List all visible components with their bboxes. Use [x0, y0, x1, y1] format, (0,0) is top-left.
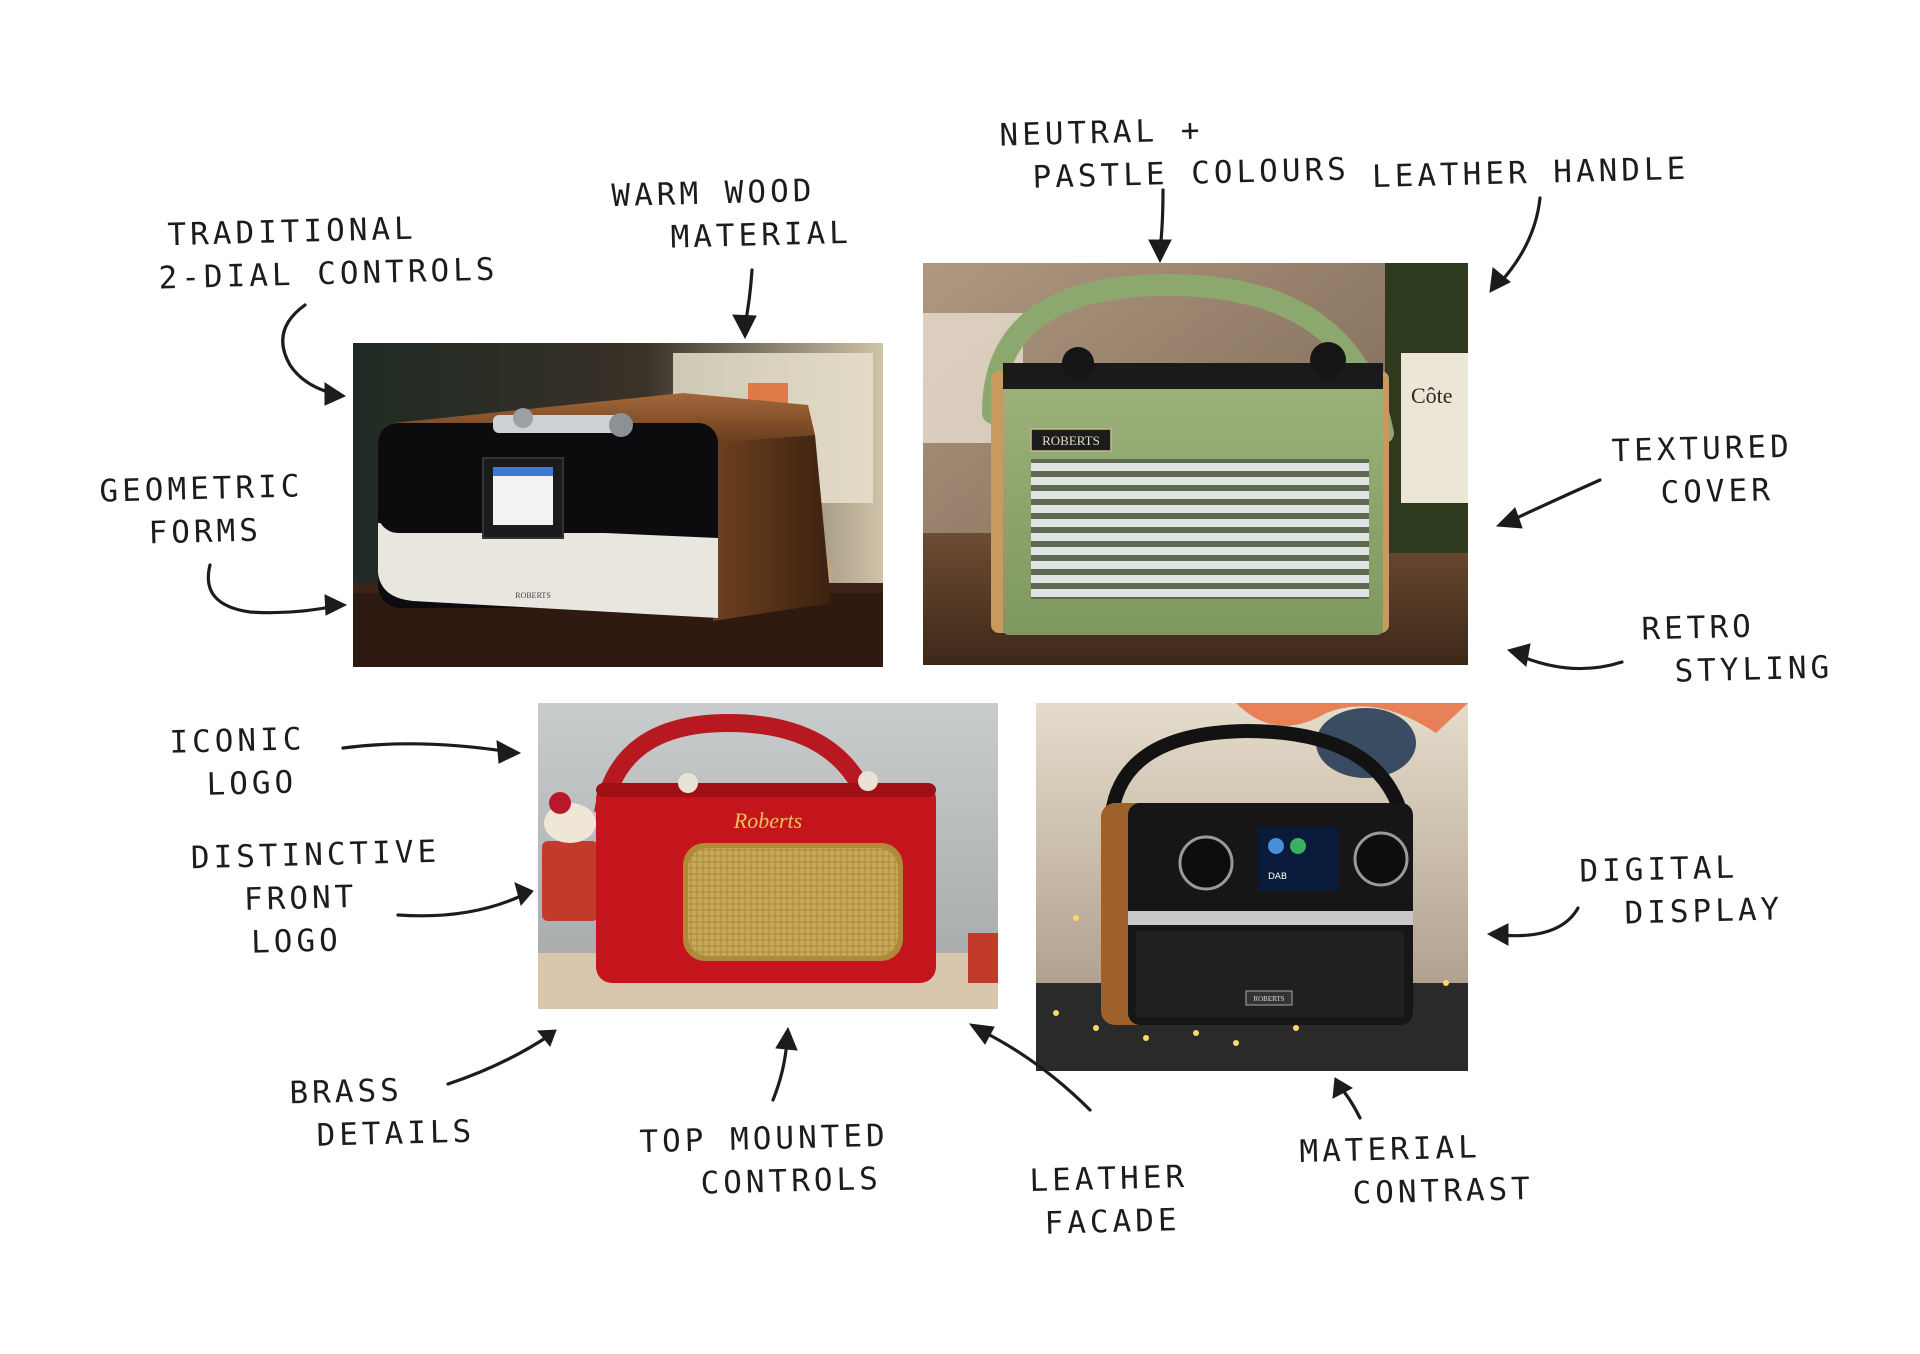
note-line: Top mounted [639, 1117, 890, 1161]
arrow-top-mounted-controls [771, 1038, 789, 1102]
red-radio-illustration: Roberts [538, 703, 998, 1009]
photo-black-radio: DAB ROBERTS [1036, 703, 1468, 1071]
note-textured-cover: Textured cover [1611, 426, 1794, 516]
note-top-mounted-controls: Top mounted controls [639, 1115, 890, 1207]
note-traditional-dials: Traditional 2-dial controls [157, 206, 499, 300]
note-iconic-logo: Iconic logo [169, 718, 307, 807]
grille-bars [1031, 459, 1369, 599]
note-line: Leather [1028, 1158, 1189, 1200]
arrow-head [324, 594, 348, 616]
note-line: Retro [1640, 608, 1756, 648]
arrow-head [1495, 507, 1523, 529]
note-line: Brass [288, 1072, 404, 1112]
bottle-label: Côte [1411, 383, 1453, 408]
black-radio-brand: ROBERTS [1253, 995, 1284, 1003]
arrow-leather-handle [1496, 196, 1542, 287]
arrow-traditional-dials [281, 303, 342, 397]
note-line: display [1624, 891, 1784, 932]
screen-label: DAB [1268, 872, 1287, 882]
note-retro-styling: Retro styling [1641, 604, 1834, 694]
note-line: front [243, 878, 358, 918]
arrow-head [324, 382, 347, 406]
note-line: material [670, 214, 853, 256]
note-line: facade [1044, 1201, 1181, 1242]
arrow-neutral-colours [1158, 188, 1165, 252]
arrow-material-contrast [1338, 1085, 1362, 1120]
note-brass-details: Brass details [289, 1068, 476, 1158]
arrow-iconic-logo [341, 742, 512, 754]
note-line: pastle colours [1032, 151, 1351, 196]
note-line: details [316, 1113, 476, 1154]
green-radio-brand: ROBERTS [1042, 433, 1100, 448]
wood-radio-brand: ROBERTS [515, 591, 551, 600]
arrow-geometric-forms [206, 563, 342, 615]
note-line: Iconic [168, 721, 306, 761]
wood-radio-illustration: ROBERTS [353, 343, 883, 667]
note-neutral-colours: Neutral + pastle colours [999, 105, 1350, 200]
note-material-contrast: Material contrast [1299, 1125, 1534, 1217]
arrow-head [775, 1026, 798, 1051]
note-leather-handle: Leather handle [1371, 148, 1690, 199]
arrow-head [496, 740, 522, 764]
note-distinctive-front-logo: Distinctive front logo [190, 831, 443, 966]
arrow-textured-cover [1506, 478, 1602, 524]
arrow-head [732, 314, 757, 340]
note-line: 2-dial controls [158, 251, 499, 297]
note-line: Textured [1610, 428, 1794, 470]
note-line: Warm wood [611, 172, 816, 215]
note-leather-facade: Leather facade [1029, 1156, 1190, 1246]
note-line: styling [1674, 649, 1834, 690]
arrow-head [1506, 643, 1531, 667]
note-digital-display: Digital display [1579, 845, 1784, 936]
note-line: Leather handle [1371, 150, 1690, 196]
arrow-head [968, 1023, 995, 1045]
arrow-head [1332, 1077, 1354, 1099]
photo-green-radio: Côte ROBERTS [923, 263, 1468, 665]
note-warm-wood: Warm wood material [611, 169, 852, 261]
black-radio-illustration: DAB ROBERTS [1036, 703, 1468, 1071]
note-line: Digital [1578, 849, 1739, 890]
arrow-digital-display [1498, 906, 1580, 938]
note-line: Material [1298, 1129, 1482, 1171]
note-line: Distinctive [190, 833, 441, 877]
arrow-head [1486, 923, 1509, 946]
green-radio-illustration: Côte ROBERTS [923, 263, 1468, 665]
arrow-head [1489, 267, 1511, 293]
arrow-retro-styling [1516, 653, 1624, 671]
note-line: contrast [1352, 1170, 1535, 1212]
photo-red-radio: Roberts [538, 703, 998, 1009]
note-geometric-forms: Geometric forms [99, 465, 305, 556]
arrow-head [1148, 239, 1172, 264]
note-line: forms [148, 512, 263, 552]
note-line: controls [700, 1160, 883, 1202]
arrow-head [514, 882, 534, 907]
note-line: logo [250, 921, 343, 961]
note-line: Geometric [98, 468, 304, 510]
red-radio-logo: Roberts [733, 808, 802, 833]
arrow-head [537, 1029, 557, 1047]
note-line: cover [1660, 471, 1775, 511]
photo-wood-radio: ROBERTS [353, 343, 883, 667]
note-line: logo [206, 764, 298, 803]
arrow-warm-wood [743, 268, 754, 327]
